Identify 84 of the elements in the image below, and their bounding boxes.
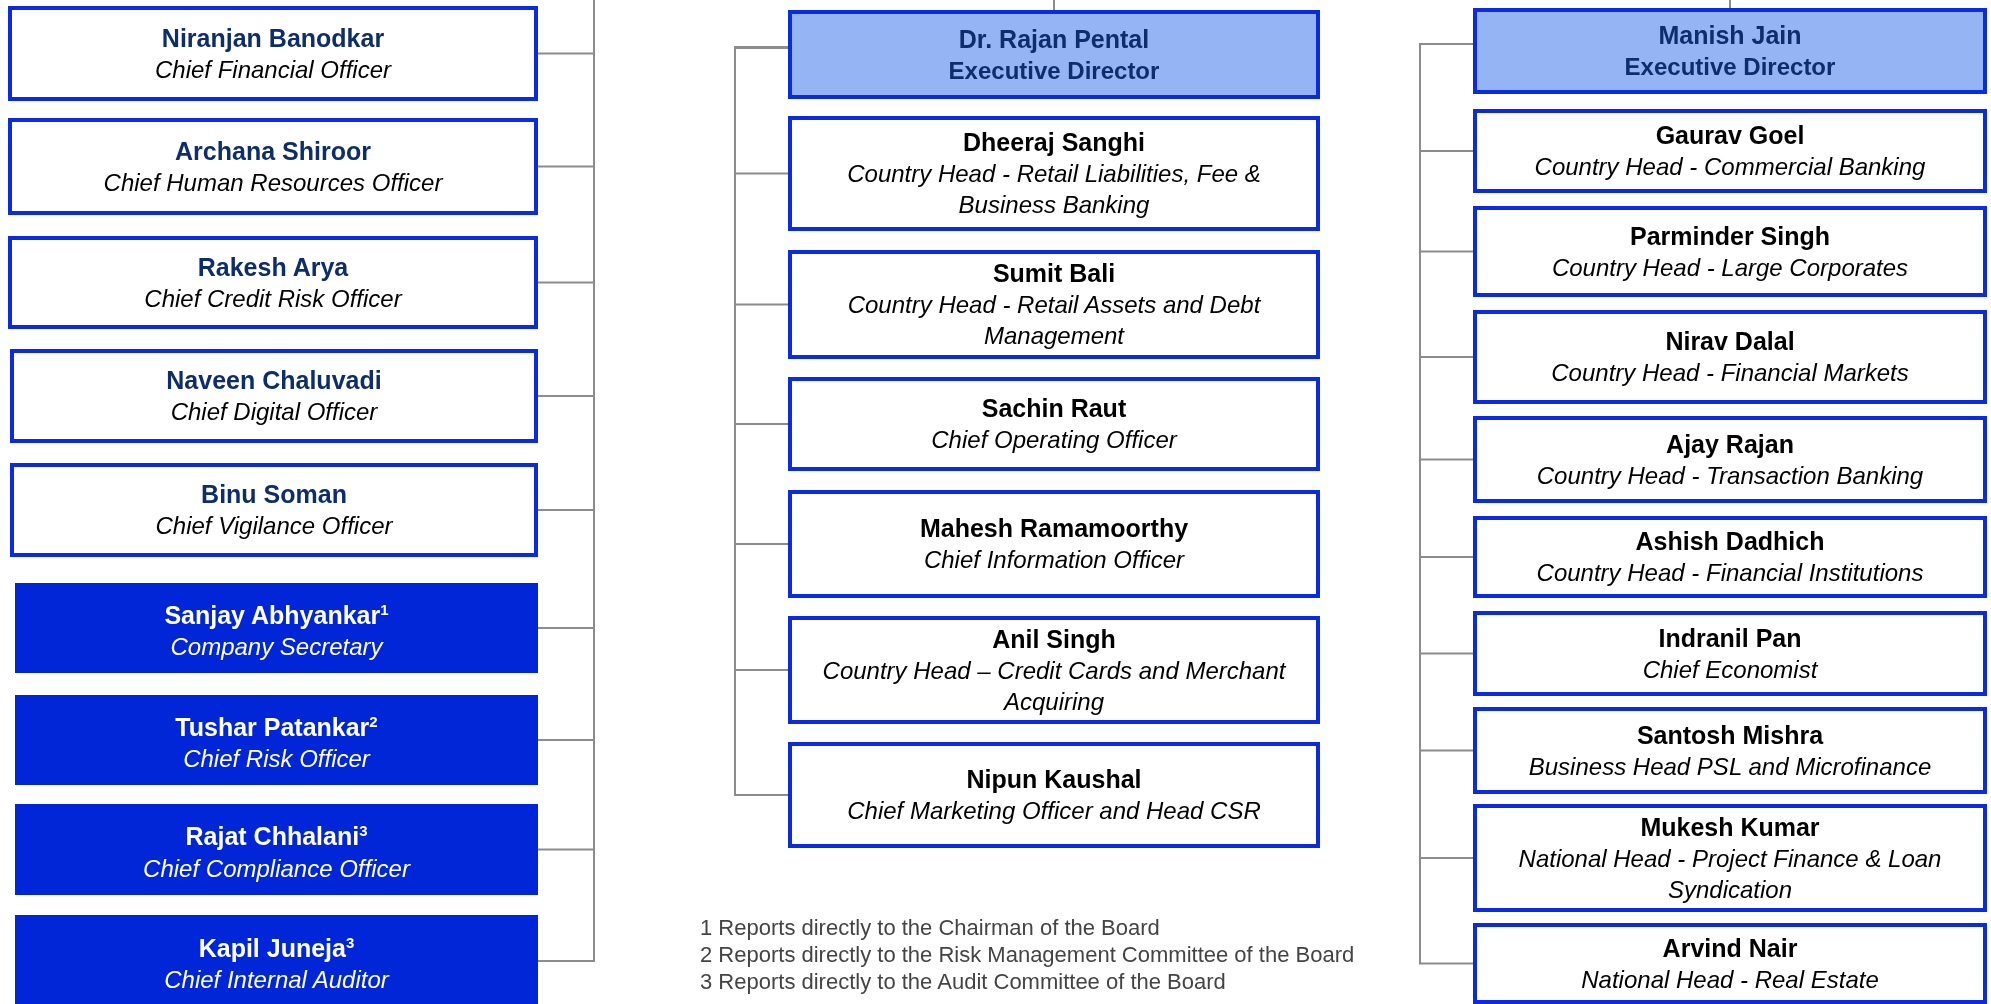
org-chart-box xyxy=(15,915,538,1004)
person-name: Naveen Chaluvadi xyxy=(166,365,382,396)
org-chart-box xyxy=(15,695,538,785)
footnote: 2 Reports directly to the Risk Management Committee of the Board xyxy=(700,942,1355,968)
person-name: Gaurav Goel xyxy=(1655,120,1805,151)
job-title: Country Head - Financial Markets xyxy=(1551,358,1909,388)
person-name: Mahesh Ramamoorthy xyxy=(919,513,1189,544)
connector-line xyxy=(1053,0,1055,11)
org-chart-box xyxy=(1473,707,1987,794)
job-title: Country Head - Retail Assets and Debt Management xyxy=(846,290,1262,351)
job-title: Country Head - Retail Liabilities, Fee & Business Banking xyxy=(846,159,1262,220)
connector-line xyxy=(734,46,789,796)
org-chart-box xyxy=(8,6,538,101)
person-name: Anil Singh xyxy=(992,623,1116,655)
person-name: Tushar Patankar$^{2}$ xyxy=(175,711,378,744)
job-title: Country Head - Large Corporates xyxy=(1551,252,1909,283)
job-title: Chief Operating Officer xyxy=(931,425,1177,455)
org-chart-box xyxy=(8,236,538,329)
job-title: National Head - Project Finance & Loan Syndication xyxy=(1517,843,1943,905)
job-title: Business Head PSL and Microfinance xyxy=(1528,751,1932,782)
org-chart-box xyxy=(8,118,538,215)
person-name: Ashish Dadhich xyxy=(1635,526,1825,557)
org-chart-box xyxy=(1473,611,1987,696)
org-chart-box xyxy=(1473,310,1987,404)
footnote: 3 Reports directly to the Audit Committee of the Board xyxy=(700,969,1226,995)
person-name: Dheeraj Sanghi xyxy=(963,127,1145,158)
org-chart-box xyxy=(1473,516,1987,598)
job-title: Chief Digital Officer xyxy=(170,397,378,427)
person-name: Indranil Pan xyxy=(1658,622,1802,654)
job-title: Chief Internal Auditor xyxy=(164,965,389,996)
person-name: Sachin Raut xyxy=(981,393,1127,424)
director-box xyxy=(1473,8,1987,94)
org-chart-box xyxy=(10,349,538,443)
person-name: Binu Soman xyxy=(201,479,347,510)
person-name: Manish Jain xyxy=(1658,20,1802,51)
person-name: Santosh Mishra xyxy=(1636,719,1824,751)
org-chart-box xyxy=(1473,416,1987,503)
job-title: Chief Human Resources Officer xyxy=(103,167,443,198)
person-name: Niranjan Banodkar xyxy=(161,22,385,54)
footnote: 1 Reports directly to the Chairman of the Board xyxy=(700,915,1160,941)
org-chart-box xyxy=(1473,206,1987,297)
job-title: National Head - Real Estate xyxy=(1581,964,1879,995)
person-name: Mukesh Kumar xyxy=(1640,811,1820,843)
person-name: Sumit Bali xyxy=(992,258,1116,289)
job-title: Chief Compliance Officer xyxy=(143,853,410,884)
director-box xyxy=(788,10,1320,99)
job-title: Country Head - Transaction Banking xyxy=(1536,460,1924,491)
org-chart-box xyxy=(788,742,1320,848)
person-name: Parminder Singh xyxy=(1629,220,1830,252)
job-title: Chief Information Officer xyxy=(923,545,1185,575)
org-chart-box xyxy=(788,250,1320,359)
job-title: Chief Credit Risk Officer xyxy=(144,283,402,314)
person-name: Dr. Rajan Pental xyxy=(958,23,1150,55)
org-chart-box xyxy=(1473,804,1987,912)
org-chart-box xyxy=(788,616,1320,724)
job-title: Company Secretary xyxy=(170,632,383,663)
person-name: Archana Shiroor xyxy=(175,135,371,167)
person-name: Nipun Kaushal xyxy=(966,764,1142,795)
person-name: Arvind Nair xyxy=(1662,932,1798,964)
org-chart-box xyxy=(788,377,1320,471)
person-name: Rajat Chhalani$^{3}$ xyxy=(185,821,368,853)
org-chart-box xyxy=(10,463,538,557)
job-title: Chief Marketing Officer and Head CSR xyxy=(847,796,1261,826)
person-name: Sanjay Abhyankar$^{1}$ xyxy=(164,599,389,632)
org-chart-box xyxy=(15,583,538,673)
job-title: Country Head – Credit Cards and Merchant Acquiring xyxy=(821,655,1287,717)
job-title: Executive Director xyxy=(948,55,1160,86)
org-chart-box xyxy=(15,804,538,895)
org-chart-box xyxy=(788,116,1320,231)
job-title: Country Head - Commercial Banking xyxy=(1534,152,1926,182)
job-title: Chief Vigilance Officer xyxy=(155,511,393,541)
org-chart-box xyxy=(1473,109,1987,193)
person-name: Nirav Dalal xyxy=(1665,326,1795,357)
org-chart-box xyxy=(1473,923,1987,1004)
person-name: Rakesh Arya xyxy=(197,251,349,283)
org-chart-box xyxy=(788,490,1320,598)
job-title: Country Head - Financial Institutions xyxy=(1536,558,1924,588)
job-title: Chief Risk Officer xyxy=(183,744,370,775)
connector-line xyxy=(1729,0,1731,9)
person-name: Kapil Juneja$^{3}$ xyxy=(198,932,355,965)
job-title: Chief Financial Officer xyxy=(154,54,392,85)
person-name: Ajay Rajan xyxy=(1666,428,1794,460)
job-title: Executive Director xyxy=(1624,52,1836,82)
job-title: Chief Economist xyxy=(1642,654,1818,685)
